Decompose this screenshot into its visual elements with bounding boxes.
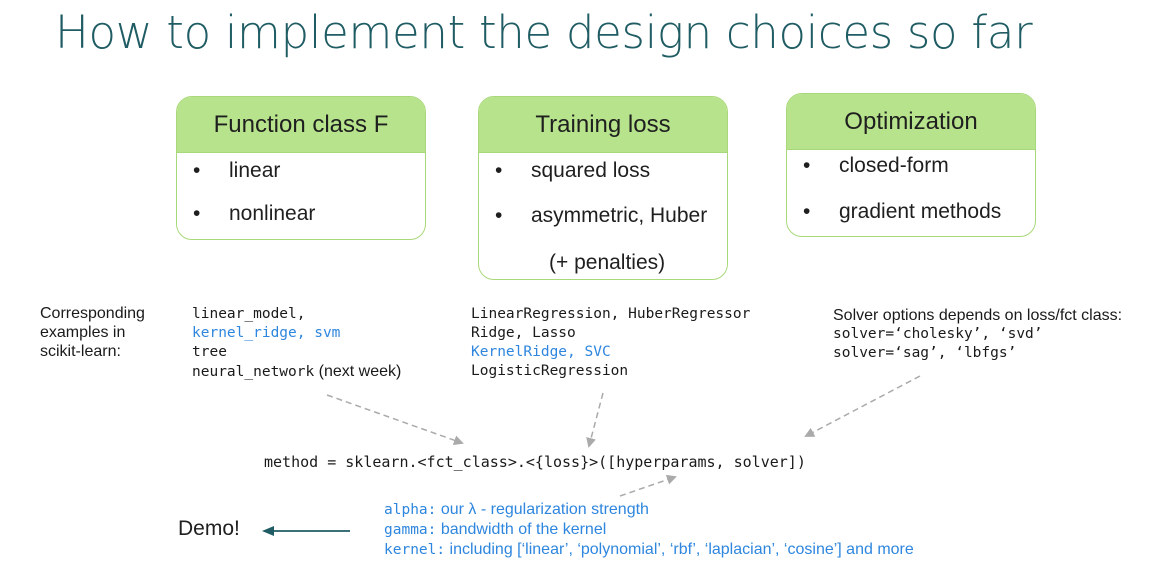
- function-class-header: Function class F: [177, 97, 425, 153]
- optimization-item: •gradient methods: [803, 200, 1002, 223]
- function-example: neural_network (next week): [192, 363, 402, 380]
- solver-heading: Solver options depends on loss/fct class…: [833, 307, 1123, 324]
- function-example: linear_model,: [192, 306, 306, 322]
- hyperparam-alpha: alpha: our λ - regularization strength: [384, 501, 649, 518]
- hyperparam-kernel: kernel: including [‘linear’, ‘polynomial…: [384, 541, 914, 558]
- function-class-item: •nonlinear: [193, 202, 316, 225]
- optimization-header: Optimization: [787, 94, 1035, 150]
- loss-example: LinearRegression, HuberRegressor: [471, 306, 751, 322]
- hyperparam-gamma: gamma: bandwidth of the kernel: [384, 521, 607, 538]
- loss-examples: LinearRegression, HuberRegressor Ridge, …: [471, 305, 750, 381]
- arrow-hyperparams-to-method: [619, 474, 677, 497]
- function-example: tree: [192, 344, 227, 360]
- examples-label: Corresponding examples in scikit-learn:: [40, 305, 145, 360]
- demo-label: Demo!: [178, 517, 240, 540]
- loss-example: LogisticRegression: [471, 363, 629, 379]
- arrow-solver-to-method: [804, 375, 921, 437]
- function-example: kernel_ridge, svm: [192, 325, 341, 341]
- function-class-card: Function class F •linear •nonlinear: [176, 96, 426, 240]
- slide-title: How to implement the design choices so f…: [55, 6, 1033, 59]
- training-loss-header: Training loss: [479, 97, 727, 153]
- method-line: method = sklearn.<fct_class>.<{loss}>([h…: [264, 453, 806, 471]
- hyperparams-list: alpha: our λ - regularization strength g…: [384, 500, 914, 560]
- training-loss-item: •asymmetric, Huber: [495, 204, 708, 227]
- training-loss-item: •squared loss: [495, 159, 651, 182]
- arrow-loss-to-method: [586, 392, 604, 448]
- function-class-examples: linear_model, kernel_ridge, svm tree neu…: [192, 305, 401, 382]
- training-loss-note: (+ penalties): [549, 251, 666, 274]
- solver-options: Solver options depends on loss/fct class…: [833, 306, 1122, 363]
- optimization-card: Optimization •closed-form •gradient meth…: [786, 93, 1036, 237]
- loss-example: Ridge, Lasso: [471, 325, 576, 341]
- optimization-item: •closed-form: [803, 154, 949, 177]
- solver-line: solver=‘sag’, ‘lbfgs’: [833, 345, 1017, 361]
- function-class-item: •linear: [193, 159, 281, 182]
- solver-line: solver=‘cholesky’, ‘svd’: [833, 326, 1043, 342]
- training-loss-card: Training loss •squared loss •asymmetric,…: [478, 96, 728, 280]
- loss-example: KernelRidge, SVC: [471, 344, 611, 360]
- arrow-function-to-method: [326, 394, 464, 446]
